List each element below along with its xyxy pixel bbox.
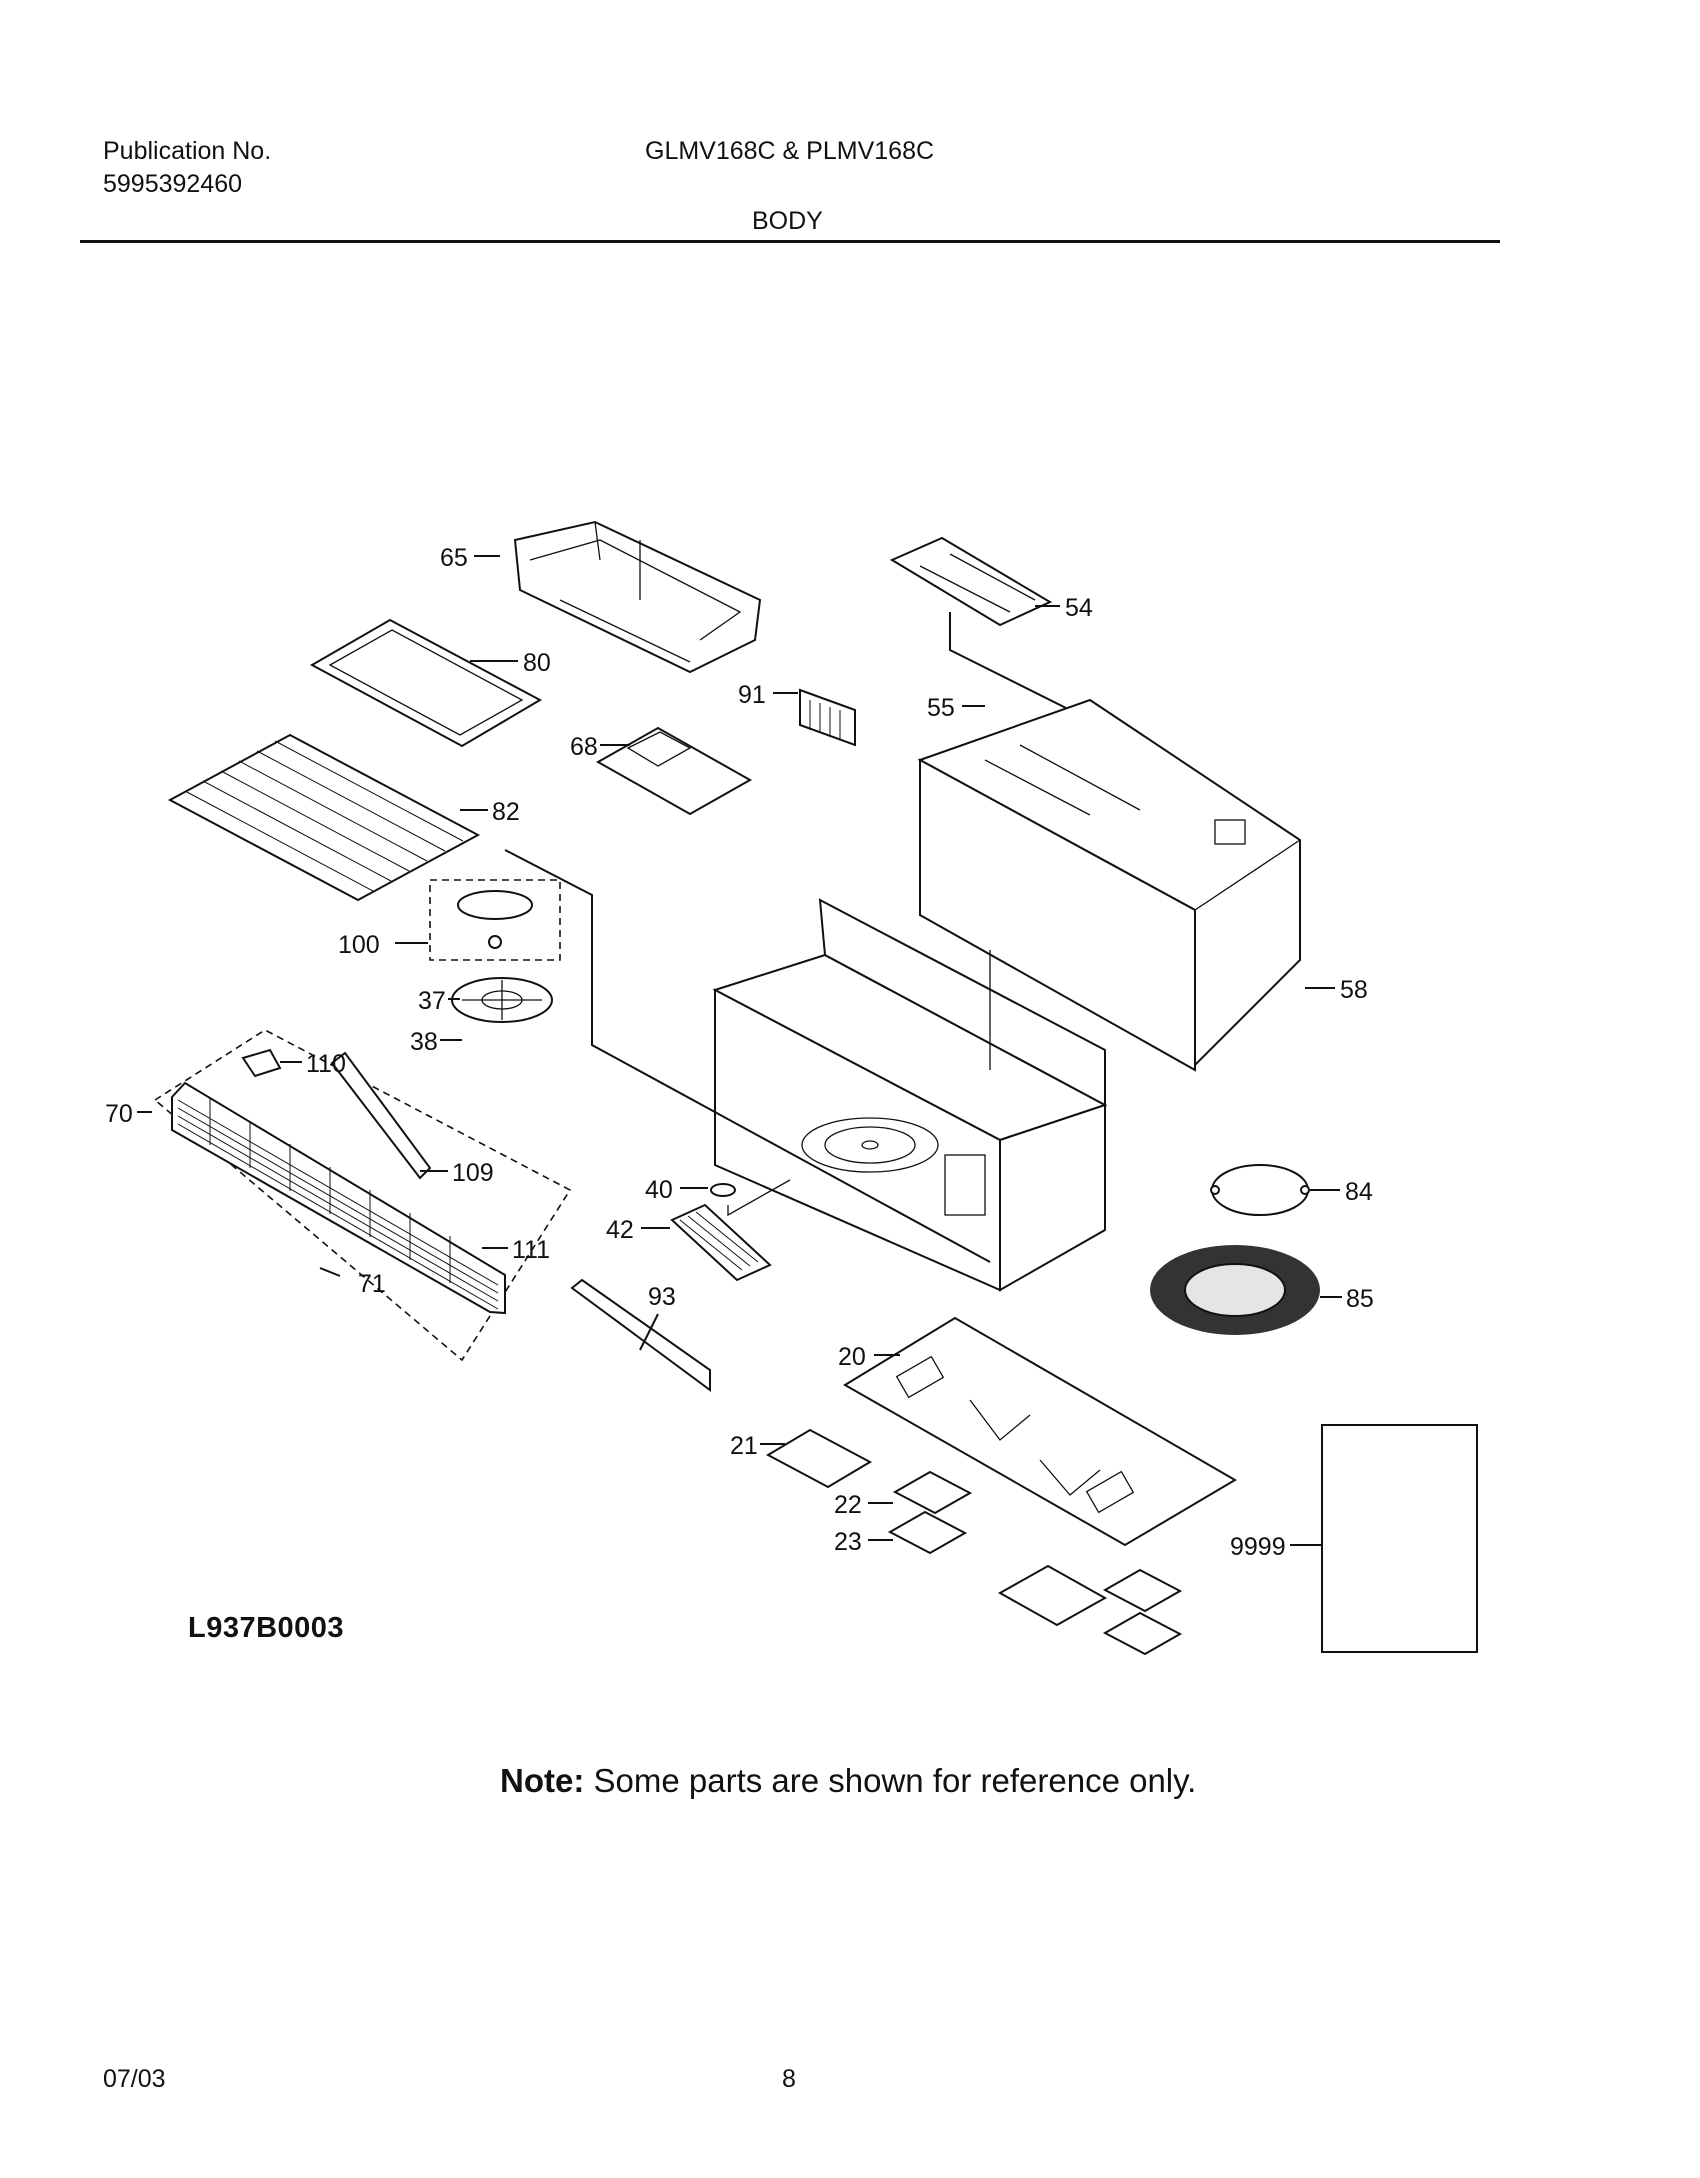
callout-93: 93 bbox=[648, 1283, 676, 1311]
part-42-grille bbox=[670, 1203, 772, 1282]
part-54-plate bbox=[889, 536, 1053, 627]
callouts: 65 54 80 91 55 68 82 100 37 38 58 110 70… bbox=[105, 544, 1374, 1561]
reference-note: Note: Some parts are shown for reference… bbox=[500, 1762, 1196, 1800]
callout-22: 22 bbox=[834, 1491, 862, 1519]
part-93-strip bbox=[570, 1278, 711, 1392]
header-rule bbox=[80, 240, 1500, 243]
part-110-tab bbox=[241, 1048, 282, 1078]
callout-54: 54 bbox=[1065, 594, 1093, 622]
part-80-filter bbox=[309, 618, 543, 748]
note-label: Note: bbox=[500, 1762, 585, 1799]
callout-37: 37 bbox=[418, 987, 446, 1015]
part-58-outer-cabinet bbox=[917, 698, 1301, 1072]
part-9999-manual bbox=[1321, 1424, 1478, 1653]
callout-58: 58 bbox=[1340, 976, 1368, 1004]
callout-85: 85 bbox=[1346, 1285, 1374, 1313]
part-82-rack bbox=[167, 733, 481, 902]
callout-55: 55 bbox=[927, 694, 955, 722]
callout-23: 23 bbox=[834, 1528, 862, 1556]
footer-date: 07/03 bbox=[103, 2065, 166, 2093]
callout-111: 111 bbox=[512, 1236, 550, 1264]
callout-71: 71 bbox=[358, 1270, 386, 1298]
part-37-roller-guide bbox=[451, 977, 553, 1023]
reference-filters bbox=[997, 1564, 1183, 1656]
callout-84: 84 bbox=[1345, 1178, 1373, 1206]
section-title: BODY bbox=[752, 207, 823, 235]
part-22-charcoal-filter bbox=[892, 1470, 973, 1515]
publication-number: 5995392460 bbox=[103, 170, 243, 198]
callout-21: 21 bbox=[730, 1432, 758, 1460]
callout-91: 91 bbox=[738, 681, 766, 709]
callout-38: 38 bbox=[410, 1028, 438, 1056]
page-number: 8 bbox=[782, 2065, 796, 2093]
callout-109: 109 bbox=[452, 1159, 494, 1187]
part-20-bottom-plate bbox=[843, 1316, 1237, 1547]
part-109-screen bbox=[330, 1051, 432, 1180]
callout-100: 100 bbox=[338, 931, 380, 959]
model-number: GLMV168C & PLMV168C bbox=[645, 137, 935, 165]
part-65-bracket bbox=[513, 520, 762, 674]
callout-80: 80 bbox=[523, 649, 551, 677]
callout-42: 42 bbox=[606, 1216, 634, 1244]
part-100-turntable-drive bbox=[457, 890, 533, 949]
part-84-ring bbox=[1210, 1164, 1310, 1216]
note-text: Some parts are shown for reference only. bbox=[584, 1762, 1197, 1799]
part-70-group-outline bbox=[153, 1029, 572, 1362]
diagram-code: L937B0003 bbox=[188, 1612, 345, 1644]
publication-label: Publication No. bbox=[103, 137, 272, 165]
part-100-group-outline bbox=[429, 879, 561, 961]
part-91-vent bbox=[799, 688, 856, 747]
callout-20: 20 bbox=[838, 1343, 866, 1371]
part-70-vent-grille bbox=[171, 1081, 506, 1315]
callout-110: 110 bbox=[306, 1050, 346, 1078]
part-21-filter bbox=[765, 1428, 873, 1489]
part-23-filter-frame bbox=[887, 1510, 968, 1555]
leader-lines bbox=[137, 555, 1342, 1546]
part-40-coupler bbox=[710, 1179, 791, 1217]
callout-82: 82 bbox=[492, 798, 520, 826]
callout-9999: 9999 bbox=[1230, 1533, 1286, 1561]
callout-70: 70 bbox=[105, 1100, 133, 1128]
main-cavity bbox=[712, 898, 1108, 1292]
callout-68: 68 bbox=[570, 733, 598, 761]
callout-40: 40 bbox=[645, 1176, 673, 1204]
part-85-glass-tray bbox=[1150, 1245, 1320, 1335]
part-68-cover bbox=[595, 726, 753, 816]
callout-65: 65 bbox=[440, 544, 468, 572]
